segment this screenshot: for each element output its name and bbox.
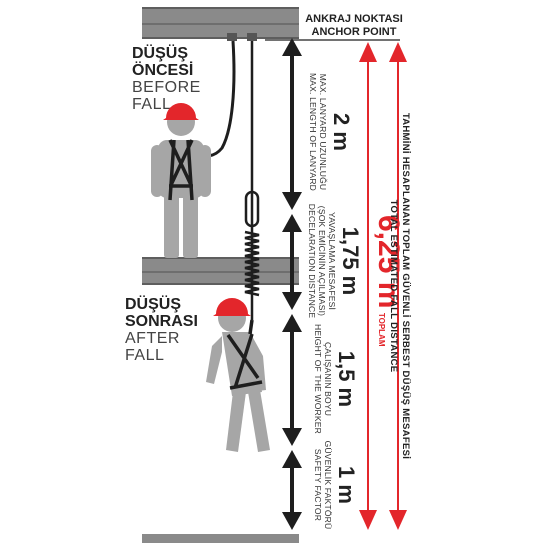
segment-safety-factor-tr: GÜVENLİK FAKTÖRÜ (323, 440, 333, 530)
total-description-tr: TAHMİNİ HESAPLANAN TOPLAM GÜVENLİ SERBES… (400, 112, 411, 460)
anchor-point-label: ANKRAJ NOKTASI ANCHOR POINT (305, 13, 403, 38)
harness-before (168, 139, 194, 201)
segment-worker-height: 1,5 m ÇALIŞANIN BOYU HEIGHT OF THE WORKE… (309, 319, 359, 439)
anchor-beam (142, 7, 299, 39)
worker-after (206, 304, 270, 452)
segment-lanyard-tr: MAX. LANYARD UZUNLUĞU (318, 73, 328, 191)
segment-safety-factor-value: 1 m (334, 466, 359, 504)
after-fall-label: DÜŞÜŞ SONRASI AFTER FALL (125, 296, 198, 364)
segment-worker-height-en: HEIGHT OF THE WORKER (313, 324, 323, 434)
segment-worker-height-tr: ÇALIŞANIN BOYU (323, 341, 333, 417)
segment-lanyard-en: MAX. LENGTH OF LANYARD (308, 72, 318, 192)
segment-deceleration-tr2: (ŞOK EMİCİNİN AÇILMASI) (317, 205, 327, 317)
segment-deceleration-en: DECELARATION DISTANCE (307, 203, 317, 319)
segment-deceleration: 1,75 m YAVAŞLAMA MESAFESİ (ŞOK EMİCİNİN … (303, 199, 363, 323)
total-description: TAHMİNİ HESAPLANAN TOPLAM GÜVENLİ SERBES… (381, 86, 411, 486)
platform-beam (142, 257, 299, 285)
worker-before (151, 108, 211, 258)
helmet-after (213, 298, 251, 316)
segment-lanyard: 2 m MAX. LANYARD UZUNLUĞU MAX. LENGTH OF… (304, 57, 354, 207)
harness-after (226, 319, 263, 390)
shock-absorber-loop (244, 190, 260, 228)
before-fall-label: DÜŞÜŞ ÖNCESİ BEFORE FALL (132, 45, 201, 113)
ground-floor (142, 534, 299, 543)
segment-safety-factor-en: SAFETY FACTOR (313, 448, 323, 522)
segment-safety-factor: 1 m GÜVENLİK FAKTÖRÜ SAFETY FACTOR (309, 435, 359, 535)
total-description-en: TOTAL ESTIMATED FALL DISTANCE (388, 199, 399, 373)
segment-lanyard-value: 2 m (329, 113, 354, 151)
segment-worker-height-value: 1,5 m (334, 350, 359, 408)
segment-deceleration-tr: YAVAŞLAMA MESAFESİ (327, 211, 337, 311)
segment-deceleration-value: 1,75 m (338, 226, 363, 296)
